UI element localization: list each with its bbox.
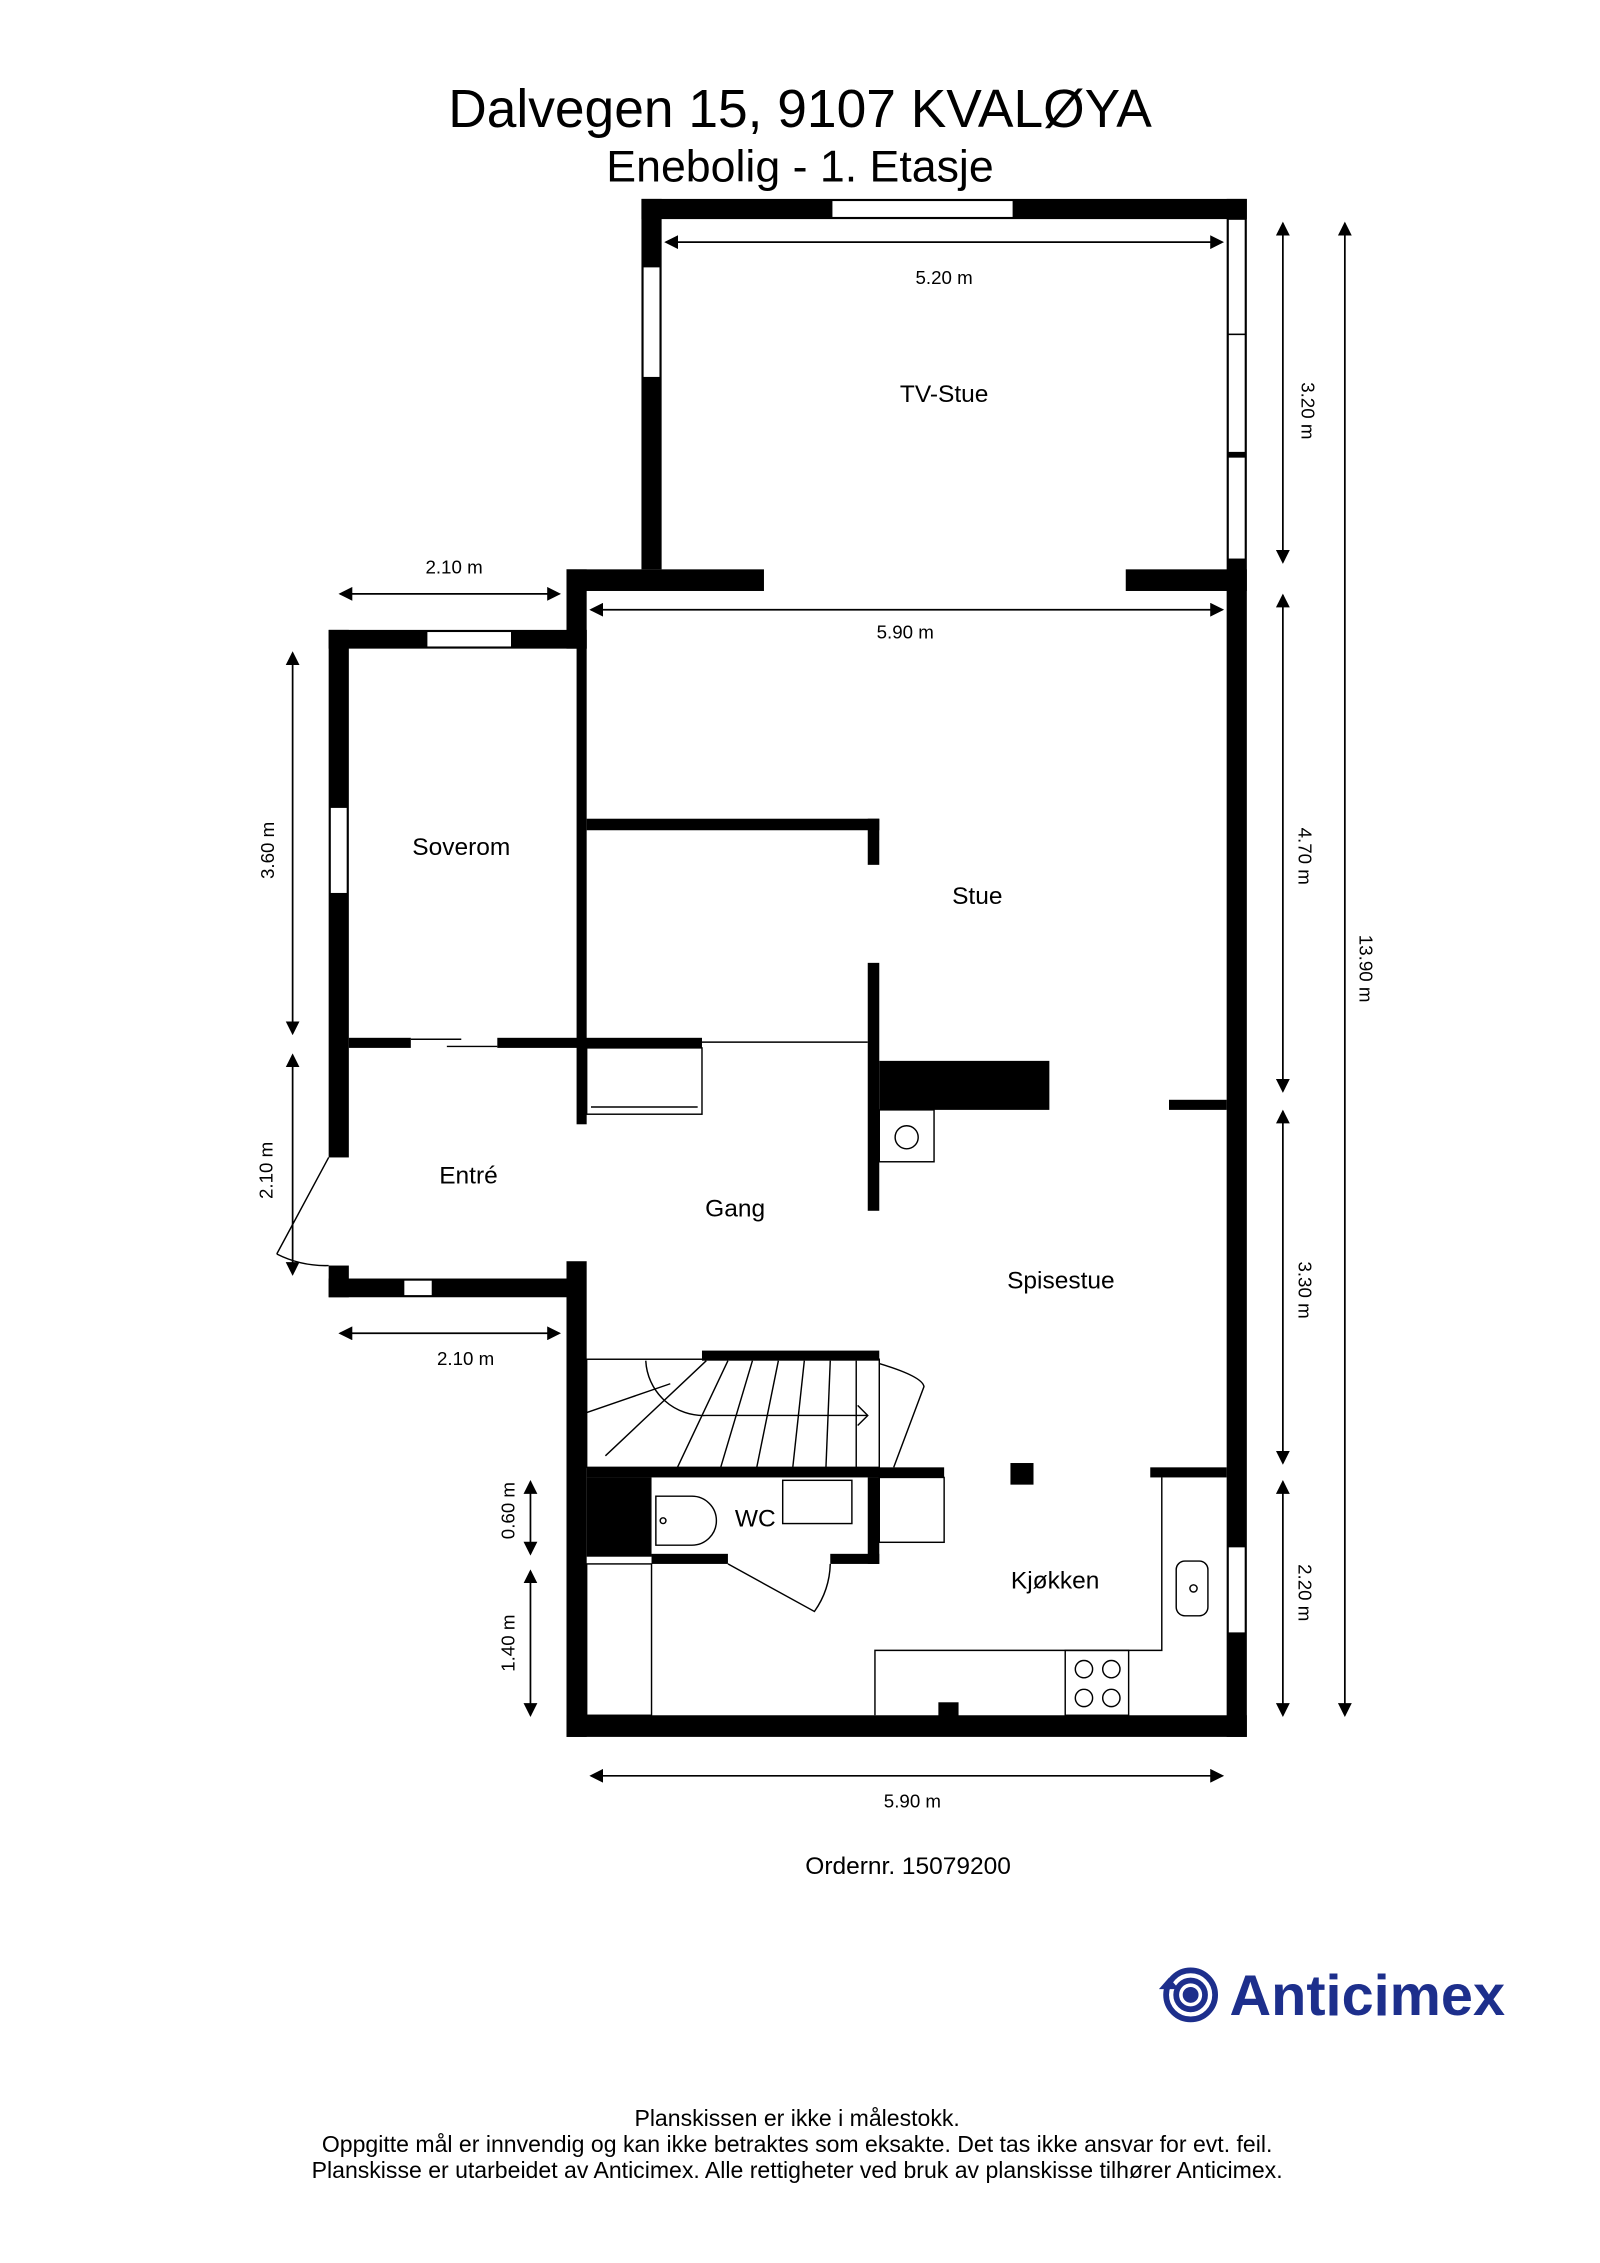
room-entre: Entré [439,1162,498,1189]
footer-line: Planskissen er ikke i målestokk. [634,2105,959,2131]
room-wc: WC [735,1505,776,1532]
room-spisestue: Spisestue [1007,1268,1115,1295]
footer-line: Oppgitte mål er innvendig og kan ikke be… [322,2131,1272,2157]
room-kjokken: Kjøkken [1011,1567,1100,1594]
dim-total-depth: 13.90 m [1355,935,1376,1003]
dim-kjokken-depth: 2.20 m [1295,1564,1316,1621]
dim-bottom-width: 5.90 m [884,1791,941,1812]
dim-tv-stue-width: 5.20 m [916,267,973,288]
room-gang: Gang [705,1196,765,1223]
plan-title: Dalvegen 15, 9107 KVALØYA [448,80,1152,139]
room-tv-stue: TV-Stue [900,381,989,408]
dimension-lines [285,221,1352,1783]
order-number: Ordernr. 15079200 [805,1853,1011,1880]
walls [276,198,1247,1737]
room-soverom: Soverom [412,834,510,861]
anticimex-logo: Anticimex [1158,1964,1505,2028]
room-labels: TV-Stue Soverom Stue Entré Gang Spisestu… [412,381,1114,1594]
dim-lower-left-depth: 1.40 m [498,1615,519,1672]
room-stue: Stue [952,883,1002,910]
dim-soverom-depth: 3.60 m [257,822,278,879]
logo-spiral-icon [1158,1967,1219,2023]
footer-disclaimer: Planskissen er ikke i målestokk. Oppgitt… [312,2105,1283,2183]
plan-subtitle: Enebolig - 1. Etasje [606,143,993,192]
dim-stue-width: 5.90 m [877,622,934,643]
logo-text: Anticimex [1230,1964,1505,2028]
dim-tv-stue-depth: 3.20 m [1298,382,1319,439]
dim-spisestue-depth: 3.30 m [1295,1261,1316,1318]
dim-stue-depth: 4.70 m [1295,828,1316,885]
dim-entre-bottom-width: 2.10 m [437,1348,494,1369]
dimension-labels: 5.20 m 2.10 m 5.90 m 3.60 m 2.10 m 2.10 … [255,267,1376,1812]
dim-wc-depth: 0.60 m [498,1482,519,1539]
footer-line: Planskisse er utarbeidet av Anticimex. A… [312,2157,1283,2183]
dim-soverom-top-width: 2.10 m [425,557,482,578]
dim-entre-depth: 2.10 m [255,1142,276,1199]
